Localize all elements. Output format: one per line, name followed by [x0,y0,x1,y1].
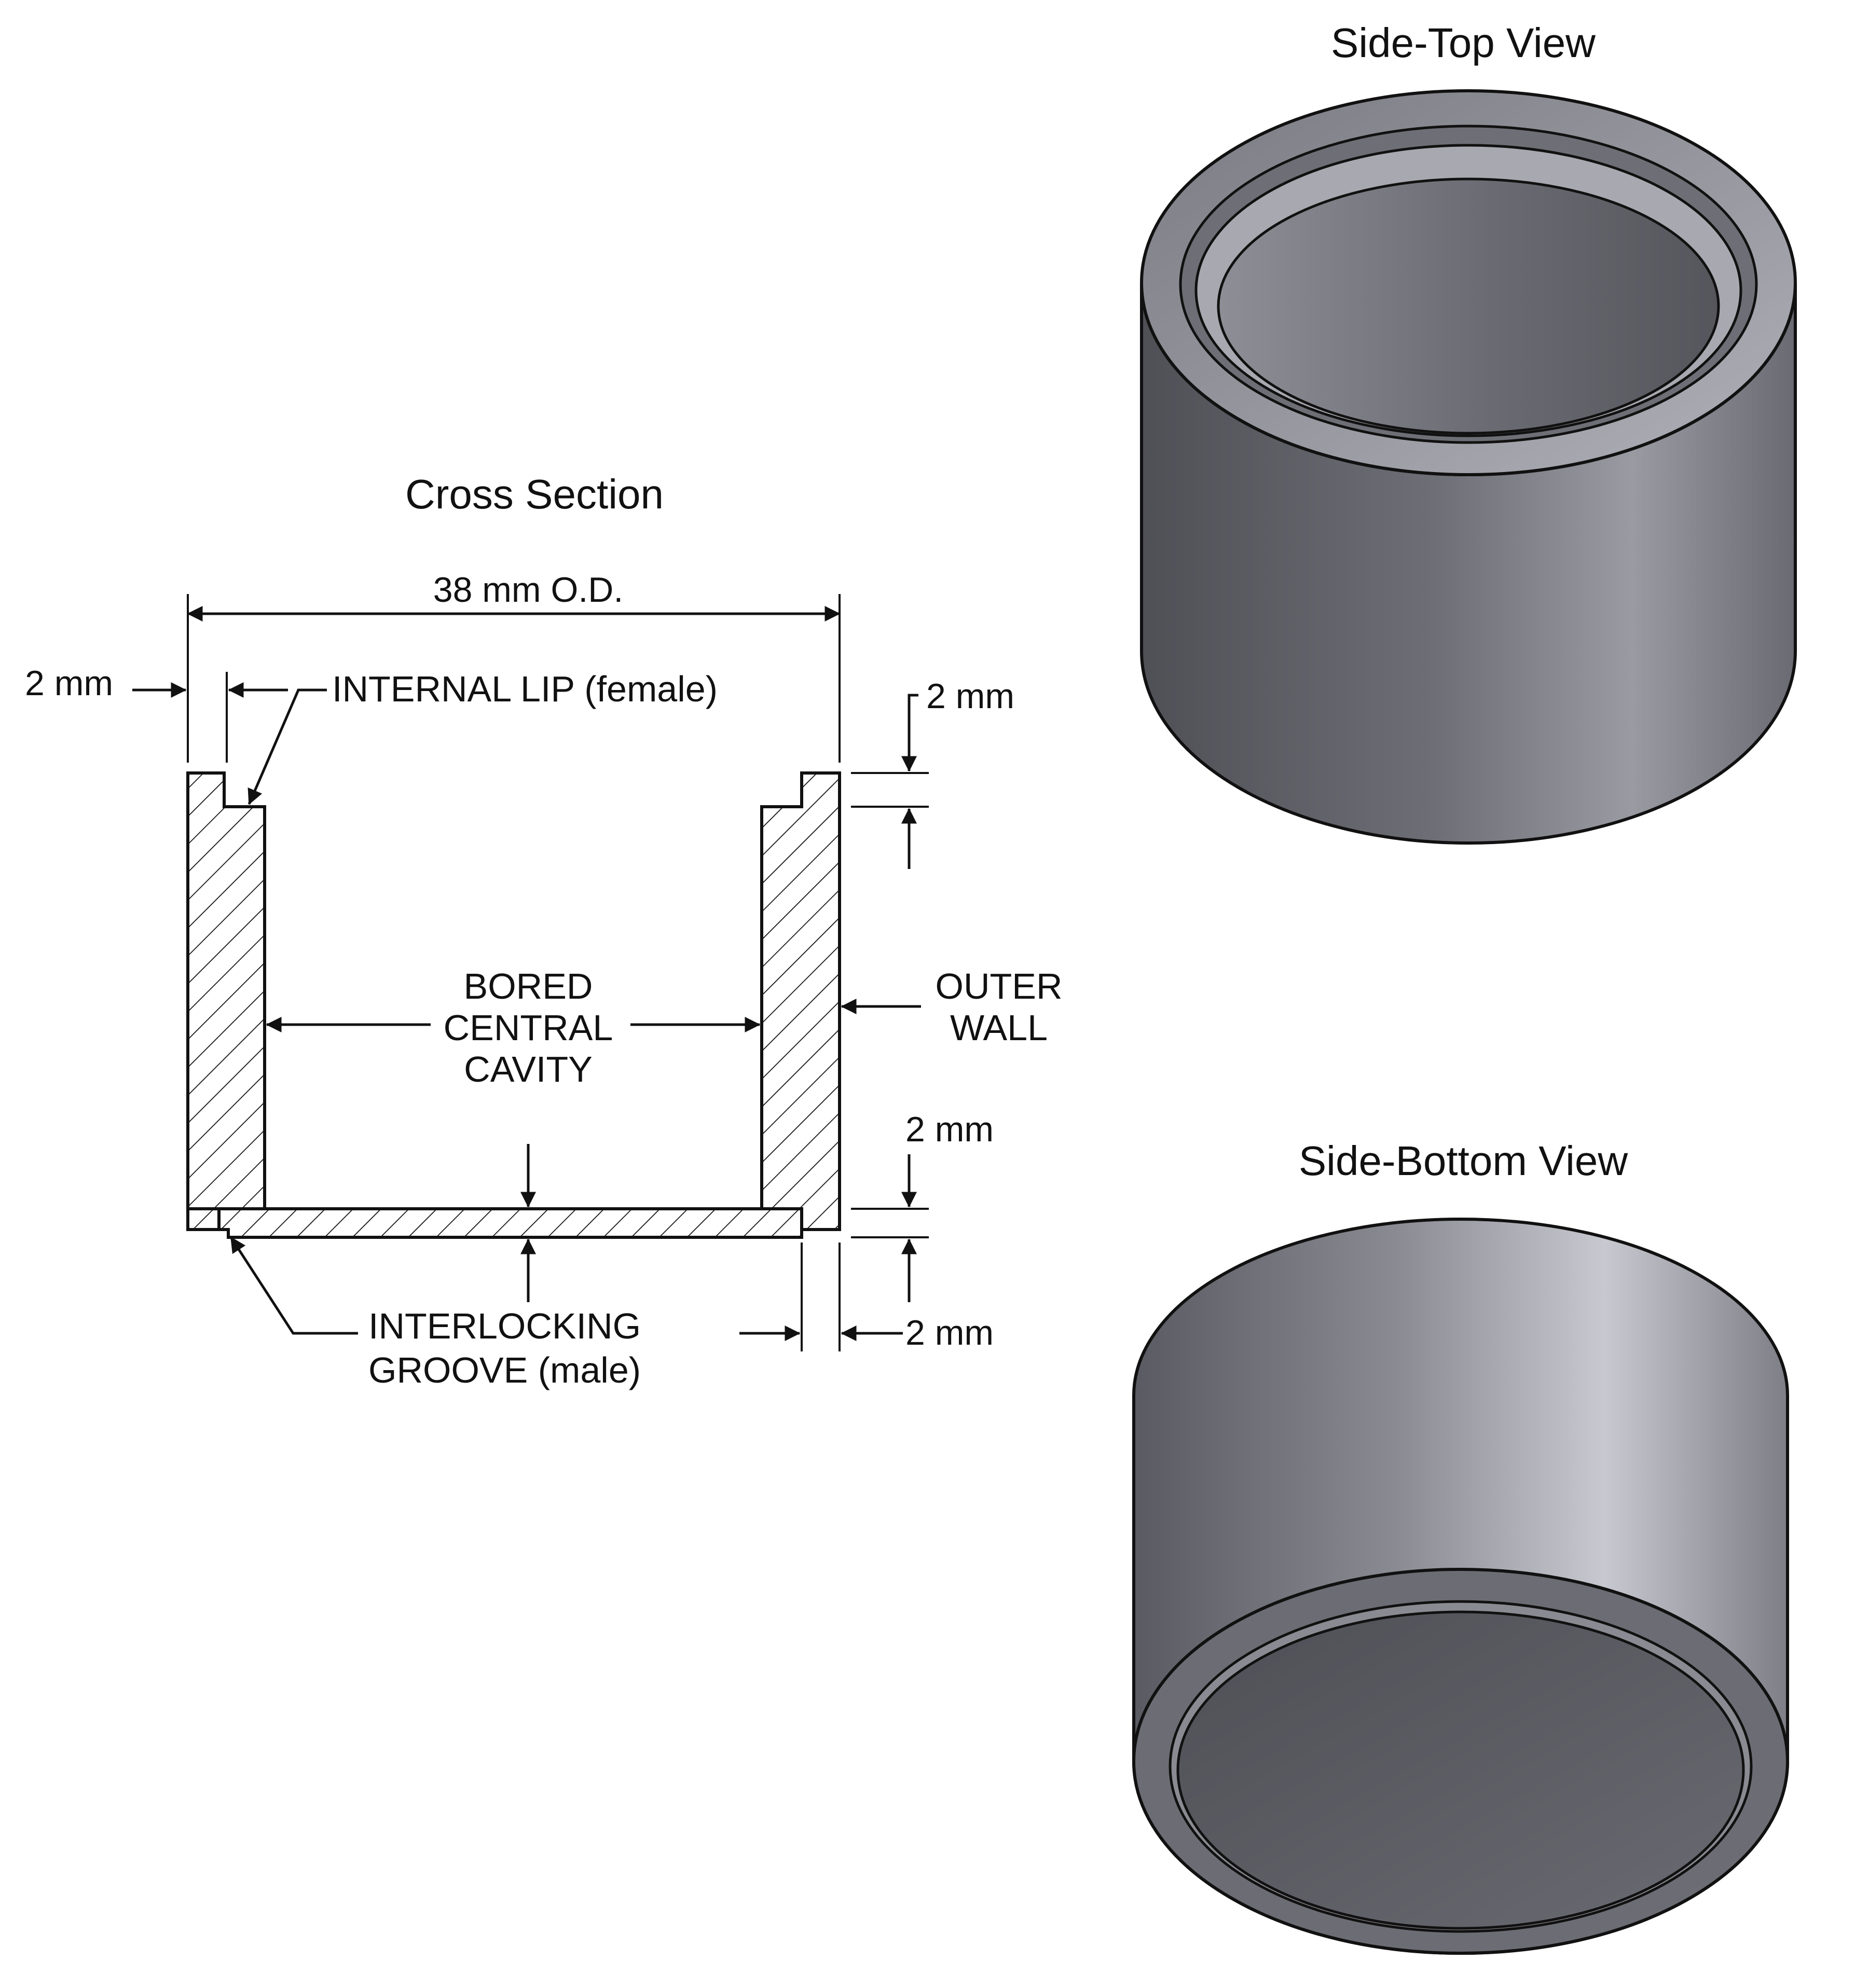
od-dimension-label: 38 mm O.D. [433,570,624,610]
left-base-corner [186,1207,221,1231]
lip-depth-arrow-top [901,694,918,772]
right-wall-section [760,771,841,1231]
internal-lip-leader [248,688,327,805]
side-bottom-view-title: Side-Bottom View [1299,1138,1628,1184]
side-top-cavity [1217,177,1720,435]
side-bottom-base-plate [1176,1610,1745,1930]
left-wall-section [186,771,266,1210]
interlocking-groove-label-line1: INTERLOCKING [368,1306,641,1346]
interlocking-groove-label-line2: GROOVE (male) [368,1350,641,1390]
base-thickness-label: 2 mm [905,1110,994,1149]
lip-depth-label: 2 mm [926,677,1014,716]
cavity-label-line3: CAVITY [464,1049,593,1089]
cavity-label-line2: CENTRAL [444,1007,613,1048]
side-top-view: Side-Top View [1140,20,1797,845]
side-top-view-title: Side-Top View [1331,20,1596,66]
cross-section-title: Cross Section [405,471,664,517]
outer-wall-label-line1: OUTER [936,966,1063,1006]
side-bottom-view: Side-Bottom View [1132,1138,1789,1955]
lip-width-label: 2 mm [25,664,113,703]
groove-step-label: 2 mm [905,1313,994,1352]
internal-lip-label: INTERNAL LIP (female) [332,669,718,709]
base-plate-section [217,1207,803,1239]
outer-wall-label-line2: WALL [950,1007,1048,1048]
cavity-label-line1: BORED [464,966,593,1006]
cross-section-view: Cross Section 38 mm O.D. 2 mm INTERNAL L… [25,471,1063,1390]
interlocking-groove-leader [229,1236,358,1335]
